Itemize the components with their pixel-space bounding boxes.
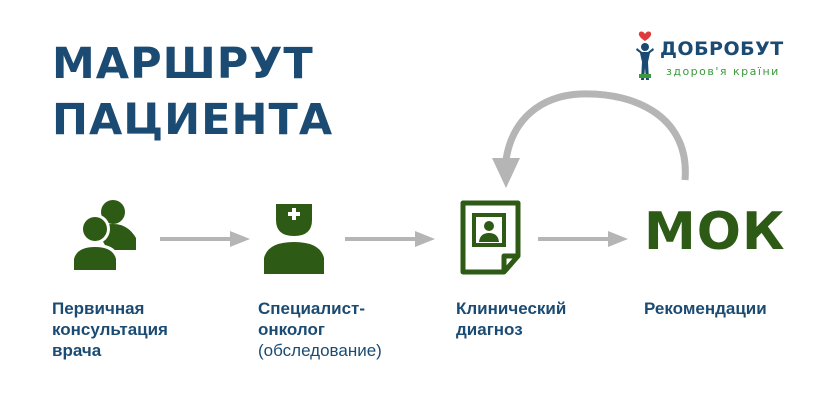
person-heart-icon (636, 31, 654, 80)
curved-return-arrow-icon (492, 90, 689, 188)
page-title: МАРШРУТ ПАЦИЕНТА (52, 36, 333, 148)
logo-tagline: здоров'я країни (666, 65, 780, 78)
arrow-right-icon (345, 231, 435, 247)
arrow-right-icon (538, 231, 628, 247)
title-line-1: МАРШРУТ (52, 39, 314, 89)
medical-card-icon (460, 200, 521, 275)
logo-name: ДОБРОБУТ (660, 38, 784, 60)
caption-line: Первичная (52, 299, 145, 318)
caption-line: диагноз (456, 320, 523, 339)
arrow-right-icon (160, 231, 250, 247)
two-people-icon (71, 200, 136, 272)
doctor-icon (264, 204, 324, 274)
step-caption-consultation: Первичная консультация врача (52, 298, 168, 361)
caption-line: врача (52, 341, 102, 360)
caption-line: онколог (258, 320, 325, 339)
mok-label: МОК (644, 202, 786, 262)
caption-line: Специалист- (258, 299, 366, 318)
caption-line: Рекомендации (644, 299, 767, 318)
step-caption-specialist: Специалист- онколог (обследование) (258, 298, 382, 361)
title-line-2: ПАЦИЕНТА (52, 95, 334, 145)
step-caption-diagnosis: Клинический диагноз (456, 298, 566, 340)
logo: ДОБРОБУТ здоров'я країни (630, 28, 800, 88)
caption-line: Клинический (456, 299, 567, 318)
step-caption-recommendations: Рекомендации (644, 298, 767, 319)
caption-line: консультация (52, 320, 168, 339)
caption-line: (обследование) (258, 341, 382, 360)
